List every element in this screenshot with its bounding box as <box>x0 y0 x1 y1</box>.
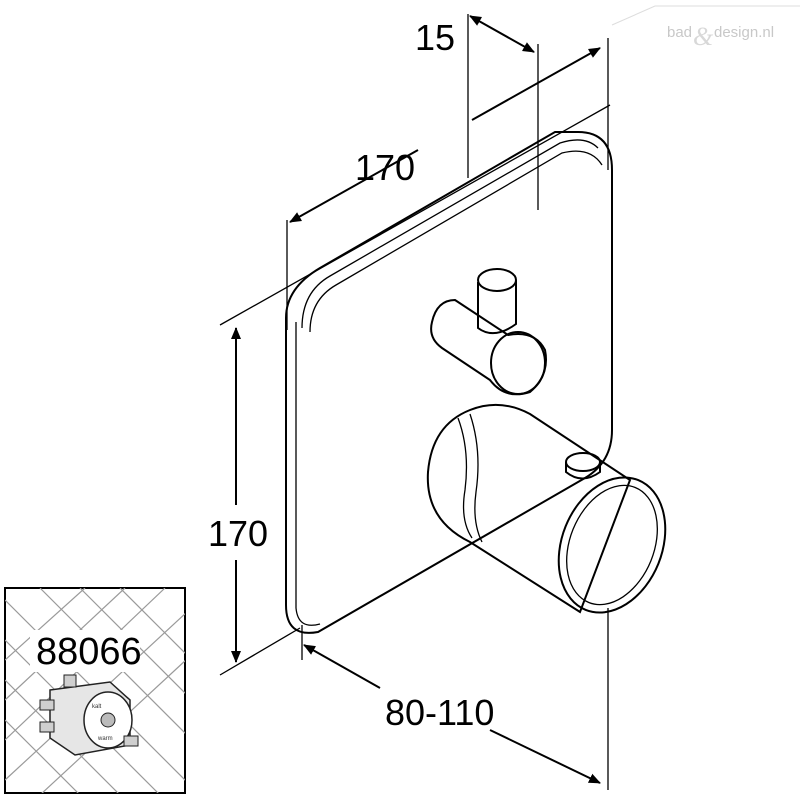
thermostat-handle <box>426 403 667 614</box>
inset-box: 88066 warm kalt <box>4 587 186 794</box>
diverter-knob <box>430 268 547 396</box>
rough-in-valve: warm kalt <box>39 674 139 756</box>
diverter-lever <box>477 280 517 335</box>
diverter-lever-top <box>477 268 517 292</box>
part-number-backdrop <box>30 630 140 672</box>
watermark: bad & design.nl <box>611 5 800 51</box>
watermark-left: bad <box>667 24 692 41</box>
valve-label-2: kalt <box>92 704 102 710</box>
dimension-lines <box>219 14 611 790</box>
thermostat-end-face <box>557 476 667 614</box>
cover-plate-edge-top-inner <box>309 150 603 333</box>
valve-inlet-left <box>39 699 55 711</box>
valve-label-1: warm <box>97 736 113 742</box>
dimension-arrow-width-right <box>471 47 601 121</box>
dimension-arrow-width-left <box>289 149 419 223</box>
dimension-arrow-projection-left <box>303 644 381 689</box>
dimension-label-height: 170 <box>208 513 268 554</box>
diverter-end-cap <box>490 331 546 395</box>
valve-spindle <box>100 712 116 728</box>
thermostat-body <box>426 403 632 614</box>
dimension-label-depth: 15 <box>415 17 455 58</box>
safety-button <box>565 462 601 480</box>
safety-button-top <box>565 452 601 472</box>
thermostat-ring-1 <box>457 417 473 539</box>
dimension-arrow-projection-right <box>489 729 601 784</box>
valve-inlet-left-2 <box>39 721 55 733</box>
watermark-right: design.nl <box>714 24 774 41</box>
dimension-arrow-depth <box>469 15 535 53</box>
dimension-label-projection: 80-110 <box>385 692 494 733</box>
thermostat-end-face-inner <box>566 484 658 606</box>
part-number: 88066 <box>36 631 142 673</box>
valve-outlet-right <box>123 735 139 747</box>
dimension-label-width: 170 <box>355 147 415 188</box>
cover-plate <box>285 131 613 634</box>
extension-line-top-left <box>219 104 611 326</box>
cover-plate-outline <box>285 131 613 634</box>
extension-line-bottom <box>219 627 301 676</box>
valve-outlet-top <box>63 674 77 688</box>
cover-plate-edge-left <box>295 322 321 626</box>
diverter-body <box>430 298 547 396</box>
watermark-ampersand: & <box>693 22 714 51</box>
cover-plate-edge-top <box>301 139 599 329</box>
thermostat-ring-2 <box>469 413 483 543</box>
